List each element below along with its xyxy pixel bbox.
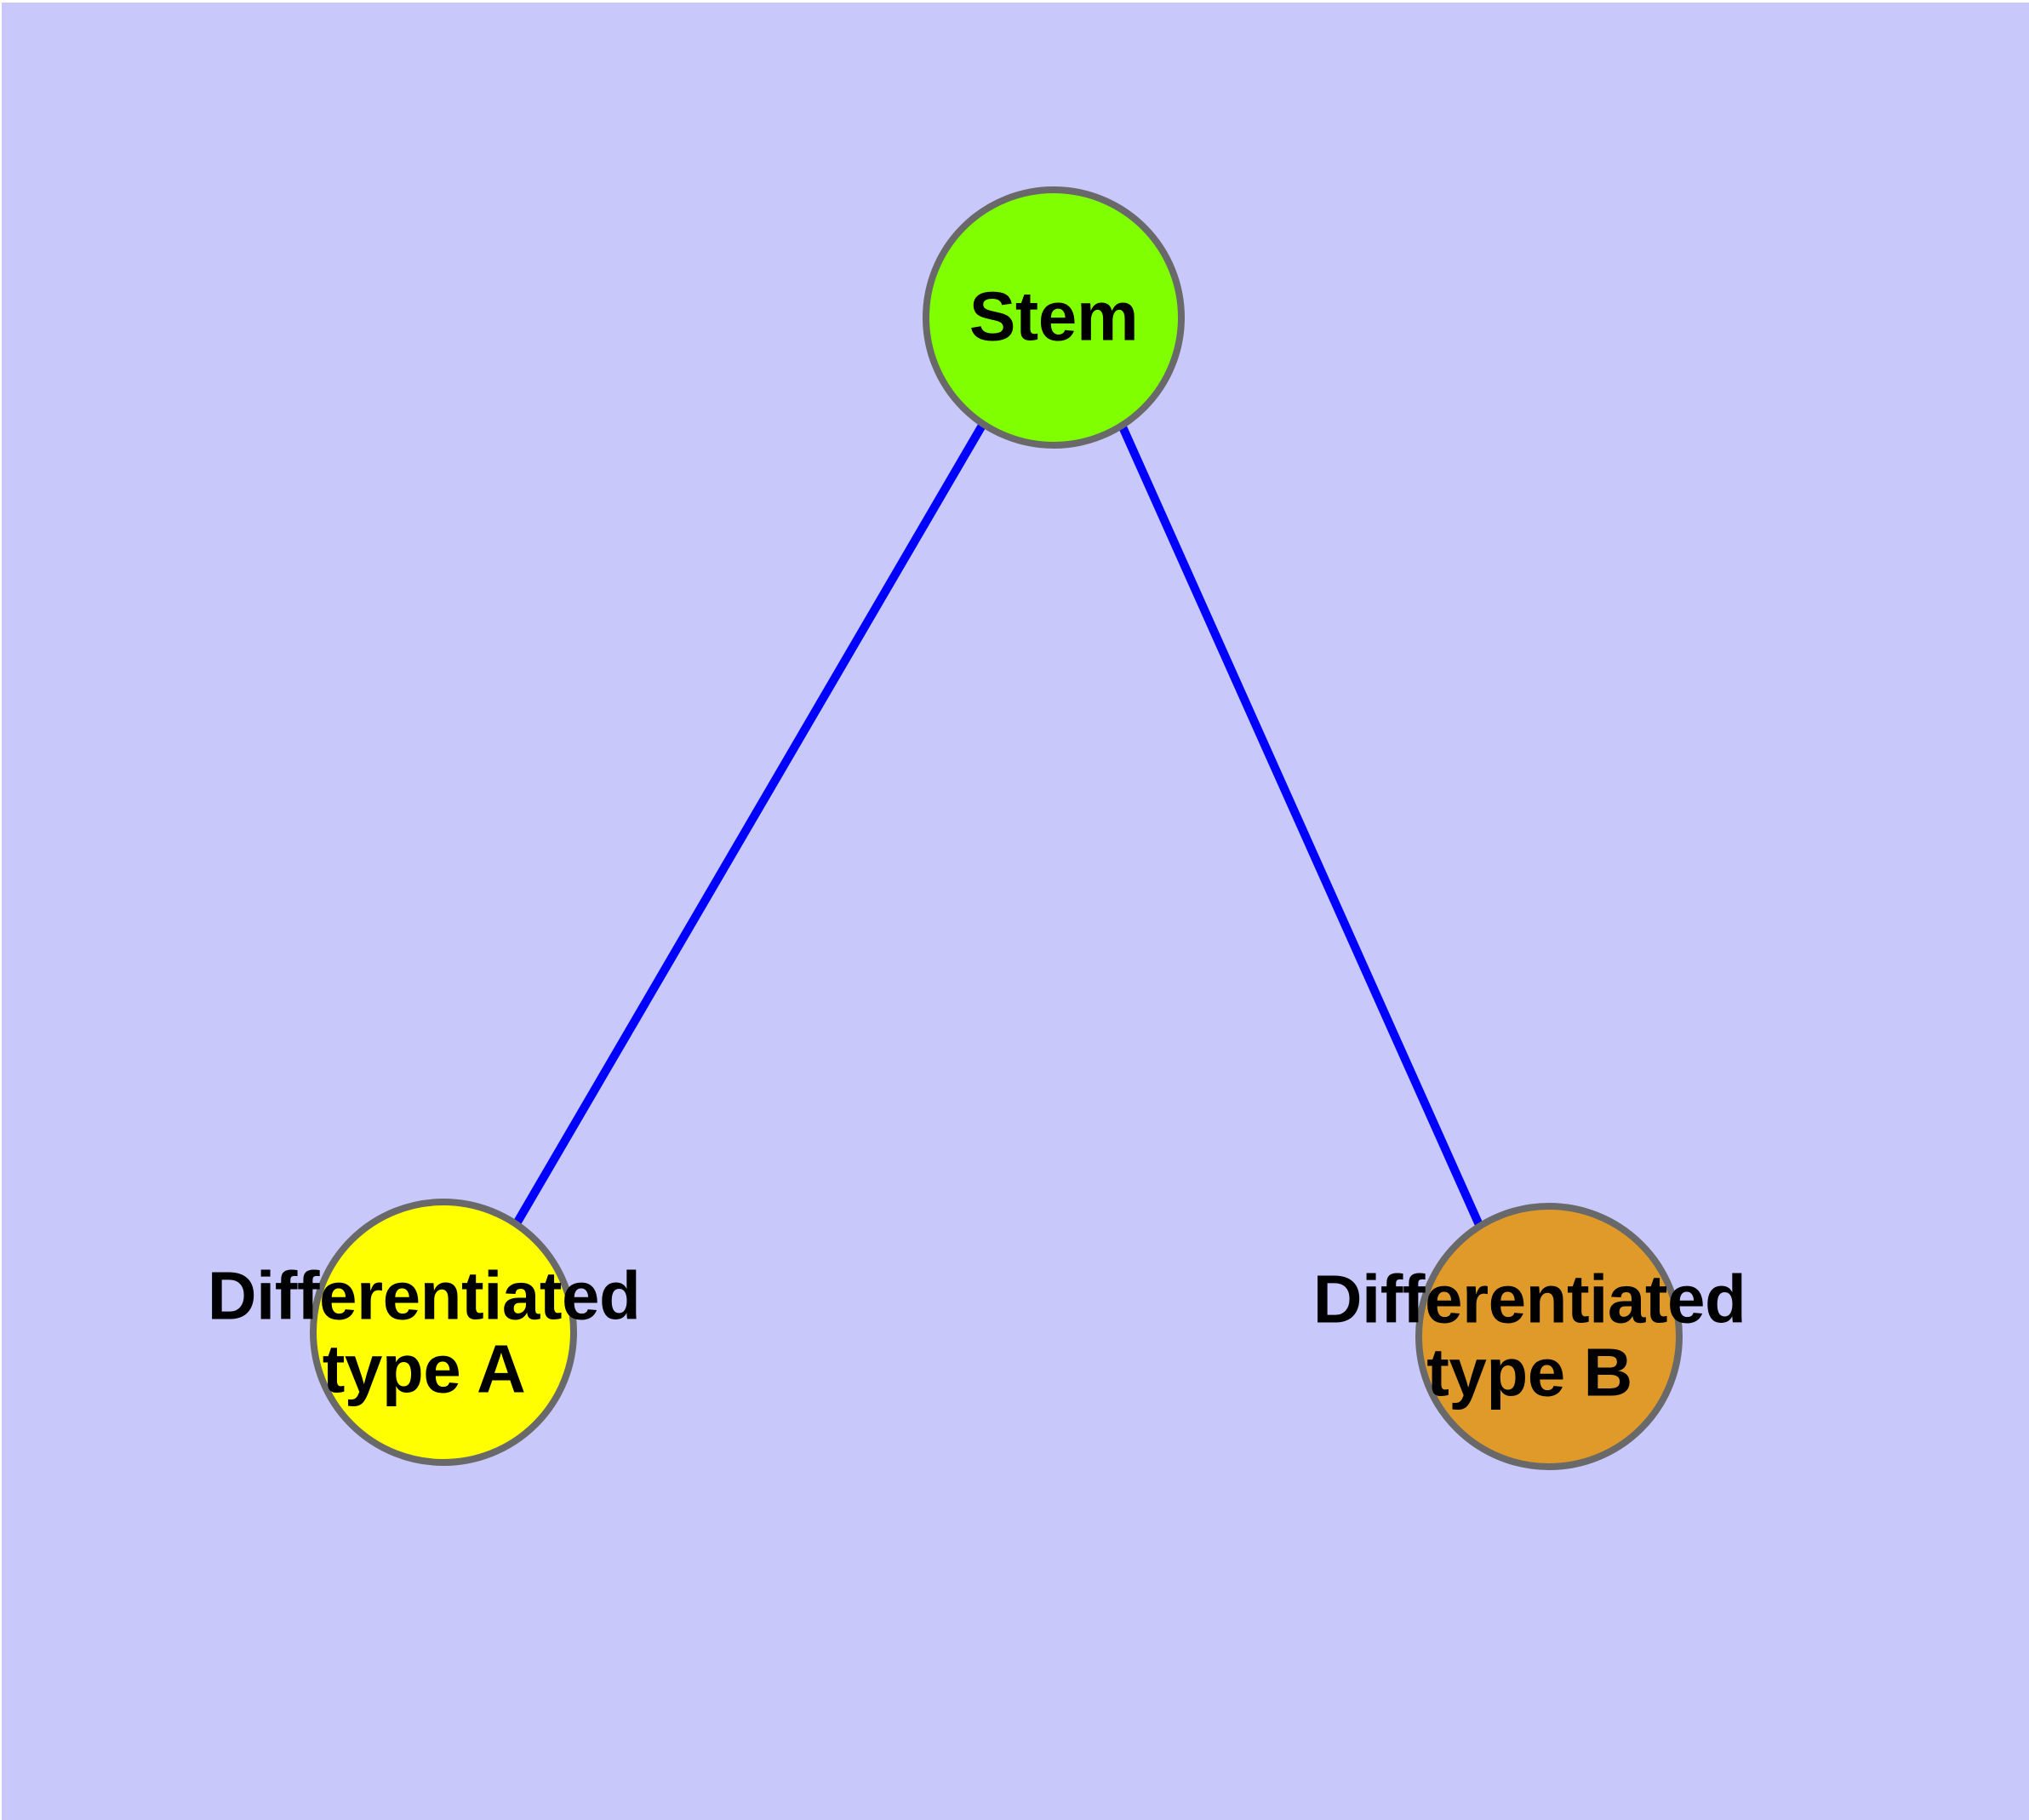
node-circle-stem[interactable]: [923, 186, 1185, 449]
edges-group: [512, 421, 1483, 1228]
edge-stem-diff-b[interactable]: [1117, 421, 1483, 1228]
nodes-group: [310, 186, 1683, 1470]
edge-stem-diff-a[interactable]: [512, 421, 987, 1228]
node-circle-diff_b[interactable]: [1415, 1203, 1683, 1470]
node-circle-diff_a[interactable]: [310, 1199, 577, 1466]
